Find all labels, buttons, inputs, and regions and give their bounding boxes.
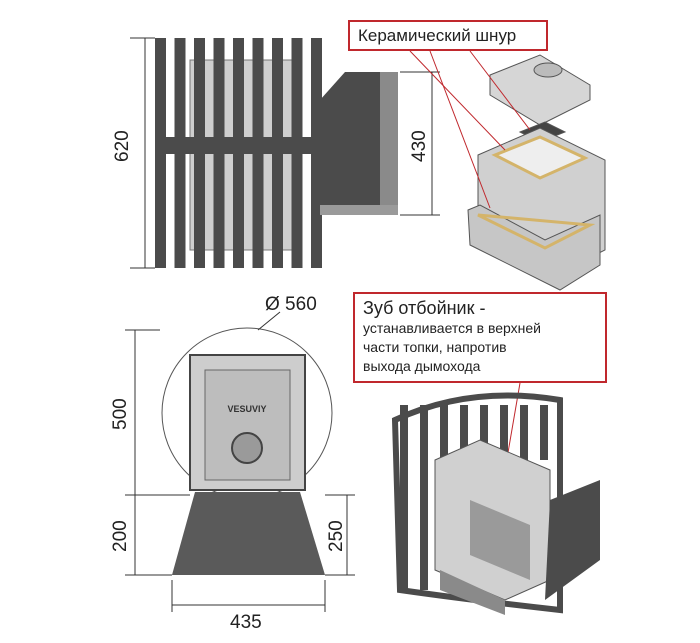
grille-bar [440,405,448,460]
dimension-620 [130,37,155,269]
grille-bar [400,405,408,590]
grille-bar [480,405,488,460]
dim-500-label: 500 [110,398,131,430]
cutaway-view [391,392,600,615]
grille-bar [540,405,548,460]
dimension-430 [400,71,440,216]
grille-bar [460,405,468,460]
grille-bar [520,405,528,460]
deflector-desc-line: части топки, напротив [363,339,507,355]
door-logo: VESUVIY [227,404,266,414]
dimension-lines-top-view [125,329,355,612]
grille-bar [420,405,428,590]
dim-430-label: 430 [409,130,430,162]
ceramic-cord-label: Керамический шнур [358,26,517,45]
grille-bar [500,405,508,460]
dim-200-label: 200 [110,520,131,552]
front-view [155,38,398,268]
exploded-view [467,54,606,291]
callout-ceramic-cord: Керамический шнур [348,20,548,51]
deflector-title: Зуб отбойник - [363,298,486,318]
diameter-label: Ø 560 [265,294,317,315]
callout-deflector: Зуб отбойник - устанавливается в верхней… [353,292,607,383]
dim-620-label: 620 [112,130,133,162]
dim-250-label: 250 [326,520,347,552]
deflector-desc-line: выхода дымохода [363,358,481,374]
top-view: VESUVIY [161,311,333,575]
deflector-desc-line: устанавливается в верхней [363,320,541,336]
dim-435-label: 435 [230,612,262,633]
